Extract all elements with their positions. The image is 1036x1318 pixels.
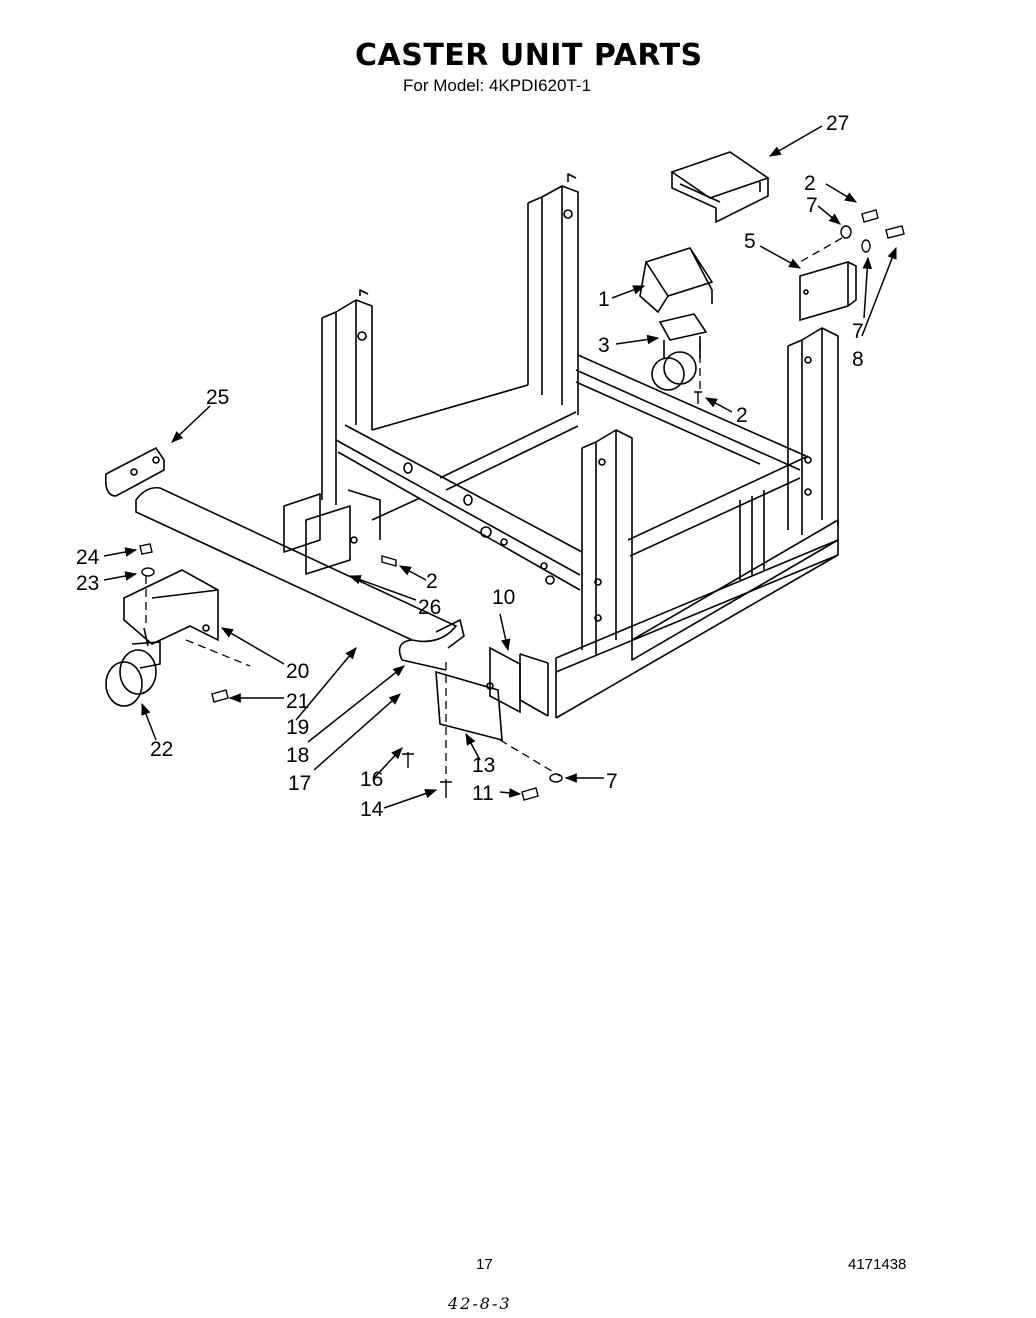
callout-2: 2 bbox=[426, 570, 438, 593]
callout-24: 24 bbox=[76, 546, 100, 569]
callout-16: 16 bbox=[360, 768, 383, 791]
callout-10: 10 bbox=[492, 586, 515, 609]
callout-21: 21 bbox=[286, 690, 309, 713]
callout-3: 3 bbox=[598, 334, 610, 357]
part-5-bracket bbox=[799, 260, 857, 322]
callout-7: 7 bbox=[606, 770, 618, 793]
callout-labels: 27 2 7 5 1 3 7 8 2 25 24 23 2 26 10 20 2… bbox=[76, 112, 864, 821]
callout-26: 26 bbox=[418, 596, 441, 619]
callout-7: 7 bbox=[852, 320, 864, 343]
callout-22: 22 bbox=[150, 738, 173, 761]
model-subtitle: For Model: 4KPDI620T-1 bbox=[403, 76, 592, 95]
part-19-front-rail bbox=[135, 486, 465, 671]
callout-arrows bbox=[103, 125, 897, 809]
part-1-bracket bbox=[639, 247, 714, 314]
part-10-13-plates bbox=[435, 646, 521, 742]
callout-19: 19 bbox=[286, 716, 309, 739]
part-27-bracket bbox=[670, 151, 770, 224]
callout-17: 17 bbox=[288, 772, 311, 795]
callout-14: 14 bbox=[360, 798, 384, 821]
callout-25: 25 bbox=[206, 386, 229, 409]
callout-13: 13 bbox=[472, 754, 495, 777]
callout-2: 2 bbox=[736, 404, 748, 427]
callout-20: 20 bbox=[286, 660, 309, 683]
callout-11: 11 bbox=[472, 782, 494, 805]
callout-1: 1 bbox=[598, 288, 610, 311]
part-25-end-cap bbox=[104, 446, 165, 497]
callout-23: 23 bbox=[76, 572, 99, 595]
callout-5: 5 bbox=[744, 230, 756, 253]
fasteners bbox=[139, 209, 905, 801]
callout-2: 2 bbox=[804, 172, 816, 195]
handwritten-note: 42-8-3 bbox=[448, 1294, 512, 1313]
callout-27: 27 bbox=[826, 112, 849, 135]
page-title: CASTER UNIT PARTS bbox=[355, 38, 703, 73]
part-3-caster bbox=[651, 313, 708, 391]
callout-7: 7 bbox=[806, 194, 818, 217]
callout-8: 8 bbox=[852, 348, 864, 371]
part-22-caster bbox=[105, 627, 161, 707]
frame-assembly bbox=[283, 173, 839, 719]
page-number: 17 bbox=[476, 1256, 493, 1273]
assembly-guide-lines bbox=[145, 237, 843, 780]
part-20-caster-bracket bbox=[123, 569, 219, 645]
document-number: 4171438 bbox=[848, 1256, 907, 1273]
callout-18: 18 bbox=[286, 744, 309, 767]
